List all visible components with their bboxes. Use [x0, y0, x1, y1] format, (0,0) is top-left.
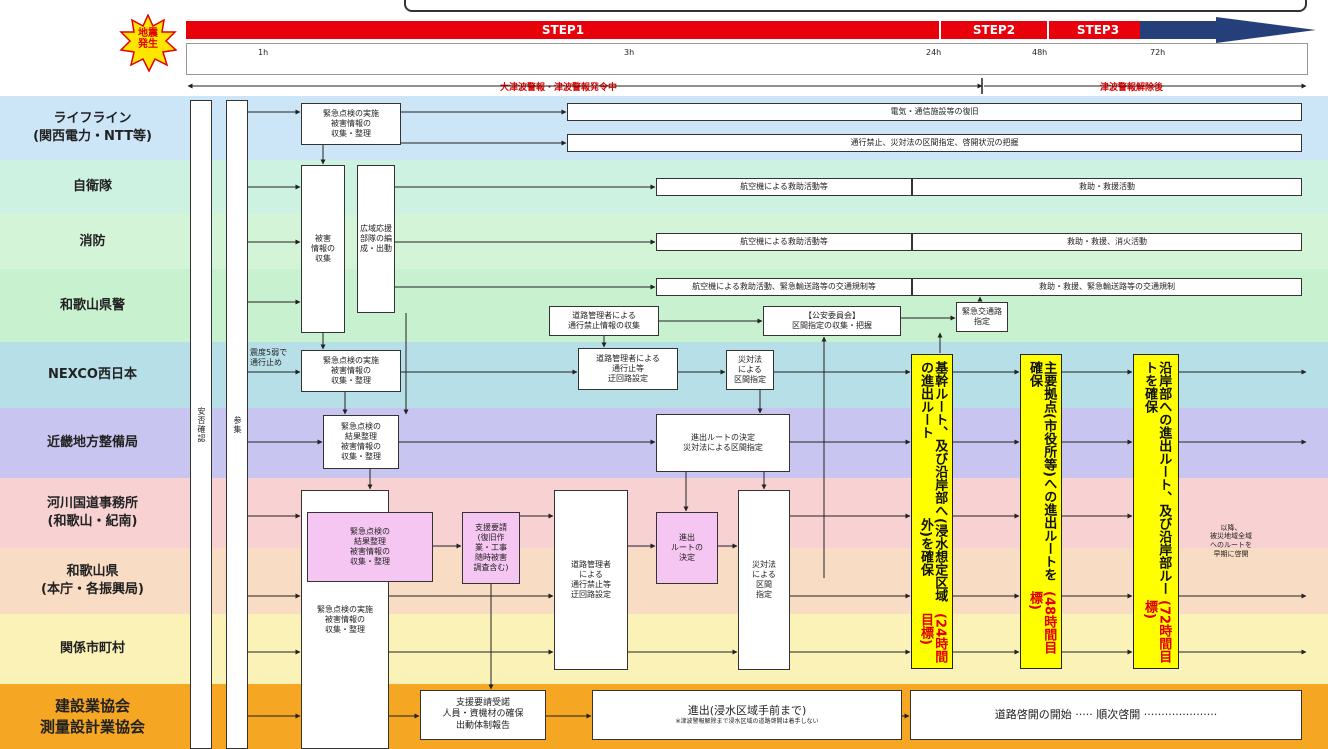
tick-48h: 48h [1032, 48, 1048, 57]
kinki-check-box: 緊急点検の 結果整理 被害情報の 収集・整理 [323, 415, 399, 469]
assoc-open-box: 道路啓開の開始 ····· 順次啓開 ····················· [910, 690, 1302, 740]
step3-label: STEP3 [1076, 23, 1120, 37]
fire-rescue-box: 救助・救援、消火活動 [912, 233, 1302, 251]
quake-stop-note: 震度5弱で 通行止め [250, 348, 288, 367]
target-48h-goal: (48時間目標) [1027, 591, 1057, 655]
step-bar-arrow-head [939, 17, 1316, 43]
nexco-section-box: 災対法 による 区間指定 [726, 350, 774, 390]
pink-support-box: 支援要請 (復旧作 業・工事 随時被害 調査含む) [462, 512, 520, 584]
lane-label-lifeline: ライフライン (関西電力・NTT等) [33, 111, 152, 144]
lane-label-assoc: 建設業協会 測量設計業協会 [39, 697, 145, 736]
damage-collect-box: 被害 情報の 収集 [301, 165, 345, 333]
lane-label-kinki: 近畿地方整備局 [46, 435, 138, 451]
pink-check-box: 緊急点検の 結果整理 被害情報の 収集・整理 [307, 512, 433, 582]
assoc-advance-note: ※津波警報解除まで浸水区域の道路啓開は着手しない [675, 718, 819, 726]
wide-area-box: 広域応援部隊の編成・出動 [357, 165, 395, 313]
nexco-detour-box: 道路管理者による 通行止等 迂回路設定 [578, 348, 678, 390]
earthquake-burst-label: 地震 発生 [138, 28, 158, 50]
time-row [186, 43, 1308, 75]
police-route-box: 緊急交通路 指定 [956, 302, 1008, 332]
phase2-label: 津波警報解除後 [1100, 83, 1164, 93]
lane-label-police: 和歌山県警 [59, 297, 125, 313]
police-info-box: 道路管理者による 通行禁止情報の収集 [549, 306, 659, 336]
assembly-bar: 参集 [226, 100, 248, 749]
lane-label-city: 関係市町村 [59, 641, 125, 657]
police-commission-box: 【公安委員会】 区間指定の収集・把握 [763, 306, 901, 336]
target-48h-box: 主要拠点(市役所等)への進出ルートを確保 (48時間目標) [1020, 354, 1062, 669]
target-24h-goal: (24時間目標) [918, 613, 948, 664]
assoc-advance-label: 進出(浸水区域手前まで) [687, 704, 807, 718]
nexco-check-box: 緊急点検の実施 被害情報の 収集・整理 [301, 350, 401, 392]
lifeline-status-box: 通行禁止、災対法の区間指定、啓開状況の把握 [567, 134, 1302, 152]
target-72h-goal: (72時間目標) [1142, 599, 1172, 663]
lane-label-sdf: 自衛隊 [72, 179, 112, 195]
tick-72h: 72h [1150, 48, 1166, 57]
assoc-advance-box: 進出(浸水区域手前まで) ※津波警報解除まで浸水区域の道路啓開は着手しない [592, 690, 902, 740]
lifeline-check-box: 緊急点検の実施 被害情報の 収集・整理 [301, 103, 401, 145]
tick-3h: 3h [624, 48, 635, 57]
lane-label-fire: 消防 [79, 233, 106, 249]
target-72h-main: 沿岸部への進出ルート、及び沿岸部ルートを確保 [1142, 361, 1172, 595]
fire-air-box: 航空機による救助活動等 [656, 233, 912, 251]
lane-city [0, 614, 1328, 684]
pink-route-box: 進出 ルートの 決定 [656, 512, 718, 584]
step1-label: STEP1 [541, 23, 585, 37]
lifeline-restore-box: 電気・通信施設等の復旧 [567, 103, 1302, 121]
phase1-label: 大津波警報・津波警報発令中 [500, 83, 618, 93]
tick-24h: 24h [926, 48, 942, 57]
step2-label: STEP2 [972, 23, 1016, 37]
disaster-act-box: 災対法 による 区間 指定 [738, 490, 790, 670]
police-rescue-box: 救助・救援、緊急輸送路等の交通規制 [912, 278, 1302, 296]
target-24h-box: 基幹ルート、及び沿岸部への進出ルート(浸水想定区域外)を確保 (24時間目標) [911, 354, 953, 669]
police-air-box: 航空機による救助活動、緊急輸送路等の交通規制等 [656, 278, 912, 296]
lane-label-pref: 和歌山県 (本庁・各振興局) [41, 564, 144, 597]
target-48h-main: 主要拠点(市役所等)への進出ルートを確保 [1027, 361, 1057, 581]
earthquake-burst-icon [119, 14, 177, 72]
sdf-rescue-box: 救助・救援活動 [912, 178, 1302, 196]
target-24h-main: 基幹ルート、及び沿岸部への進出ルート [918, 361, 948, 517]
target-72h-box: 沿岸部への進出ルート、及び沿岸部ルートを確保 (72時間目標) [1133, 354, 1179, 669]
target-24h-sub: (浸水想定区域外)を確保 [918, 517, 948, 602]
safety-check-bar: 安否確認 [190, 100, 212, 749]
sdf-air-box: 航空機による救助活動等 [656, 178, 912, 196]
assoc-support-box: 支援要請受諾 人員・資機材の確保 出動体制報告 [420, 690, 546, 740]
step-bar-red [186, 21, 1216, 39]
lane-label-river: 河川国道事務所 (和歌山・紀南) [46, 496, 138, 529]
road-admin-box: 道路管理者 による 通行禁止等 迂回路設定 [554, 490, 628, 670]
wide-note-box: 以降、 被災地域全域 へのルートを 早期に啓開 [1210, 523, 1252, 558]
tick-1h: 1h [258, 48, 269, 57]
lane-label-nexco: NEXCO西日本 [48, 367, 137, 383]
headline-box [404, 0, 1307, 12]
kinki-route-box: 進出ルートの決定 災対法による区間指定 [656, 414, 790, 472]
